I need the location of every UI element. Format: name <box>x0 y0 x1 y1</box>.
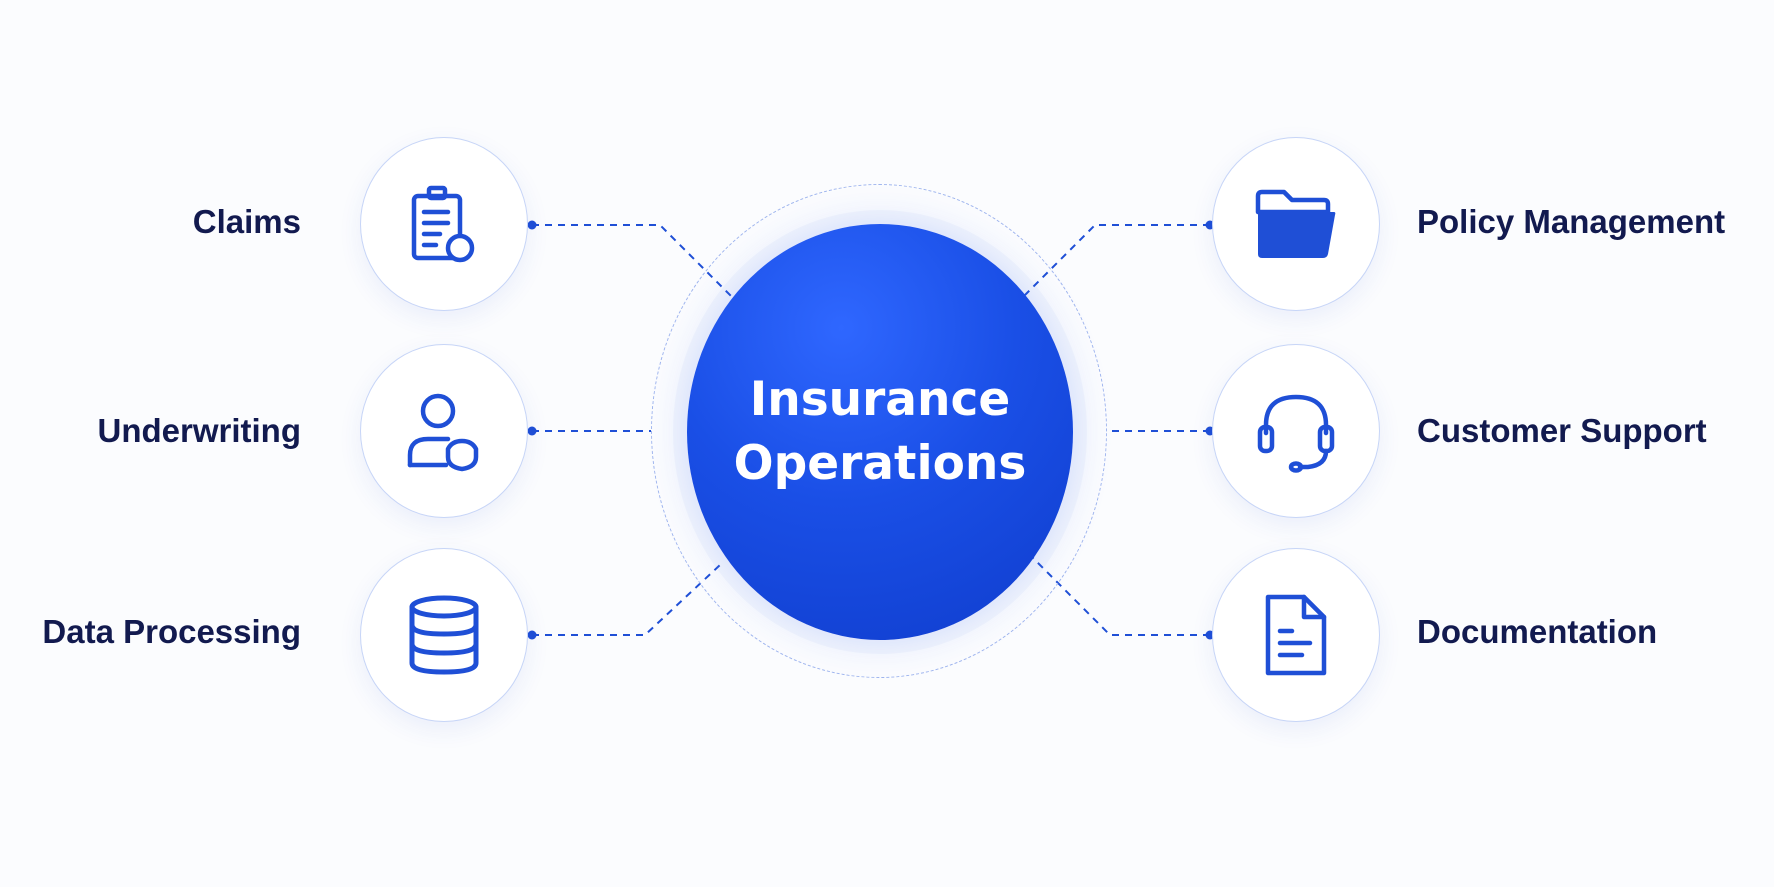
connector-data-processing <box>532 564 721 636</box>
node-claims <box>360 137 528 311</box>
hub-dashed-ring <box>651 184 1107 678</box>
node-policy-management <box>1212 137 1380 311</box>
hub-title-line-2: Operations <box>733 436 1027 491</box>
node-customer-support <box>1212 344 1380 518</box>
database-icon <box>409 595 479 675</box>
hub-circle: Insurance Operations <box>687 224 1073 640</box>
node-underwriting <box>360 344 528 518</box>
node-data-processing <box>360 548 528 722</box>
clipboard-icon <box>411 185 475 263</box>
label-documentation: Documentation <box>1417 613 1658 650</box>
label-claims: Claims <box>192 203 301 240</box>
node-documentation <box>1212 548 1380 722</box>
folder-icon <box>1255 189 1336 258</box>
label-customer-support: Customer Support <box>1417 412 1707 449</box>
headset-icon <box>1257 394 1335 473</box>
hub-title-line-1: Insurance <box>749 372 1011 427</box>
label-data-processing: Data Processing <box>42 613 301 650</box>
user-shield-icon <box>407 393 479 472</box>
label-underwriting: Underwriting <box>97 412 302 449</box>
label-policy-management: Policy Management <box>1417 203 1726 240</box>
document-icon <box>1265 594 1327 676</box>
